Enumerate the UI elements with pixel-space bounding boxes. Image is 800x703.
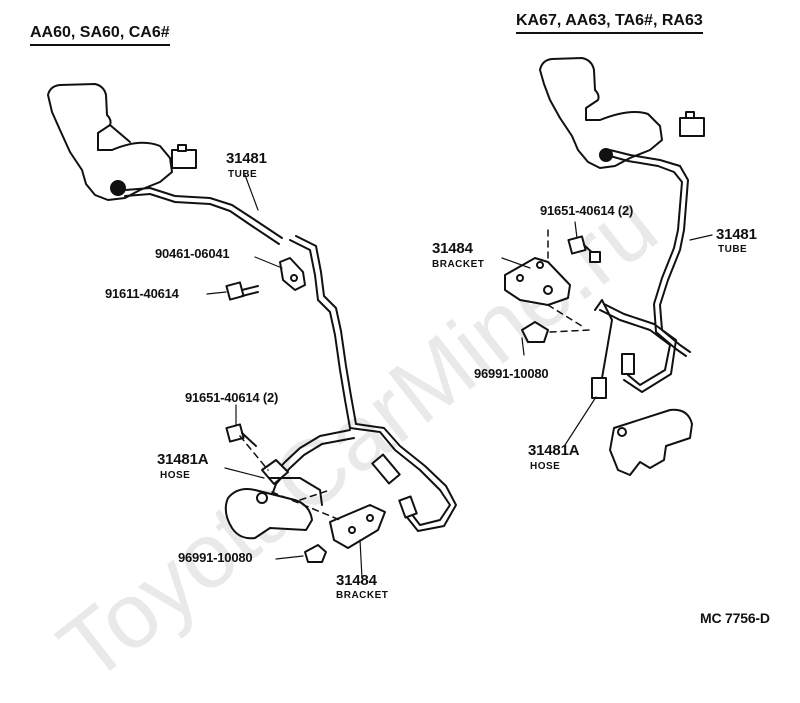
left-bracket-part: 31484 [336,572,377,589]
left-leaders [206,174,363,579]
right-tube [599,149,691,393]
right-bracket-name: BRACKET [432,259,485,270]
left-bolt [225,281,259,301]
right-header: KA67, AA63, TA6#, RA63 [516,12,703,34]
right-clip-part: 96991-10080 [474,366,549,381]
right-bracket [504,257,571,306]
right-tube-name: TUBE [718,244,748,255]
left-tube [124,187,457,532]
right-master-cylinder [539,57,705,169]
left-bolt2-part: 91651-40614 (2) [185,390,279,405]
left-bolt-2 [225,423,257,447]
right-leaders [501,221,713,446]
left-master-cylinder [47,83,197,201]
right-dashed-lines [547,229,591,333]
right-tube-part: 31481 [716,226,757,243]
left-bolt-part: 91611-40614 [105,286,179,301]
right-slave-cylinder [609,408,693,476]
left-clip [304,544,327,563]
right-bolt [567,235,601,263]
left-clip-part: 96991-10080 [178,550,253,565]
left-tube-name: TUBE [228,169,258,180]
left-clamp-part: 90461-06041 [155,246,230,261]
left-clamp [279,257,306,291]
left-hose-name: HOSE [160,470,191,481]
left-tube-part: 31481 [226,150,267,167]
right-hose-part: 31481A [528,442,580,459]
right-clip [521,321,549,343]
left-header: AA60, SA60, CA6# [30,24,170,46]
left-bracket-name: BRACKET [336,590,389,601]
left-hose-part: 31481A [157,451,209,468]
right-hose [591,299,613,399]
right-hose-name: HOSE [530,461,561,472]
right-bracket-part: 31484 [432,240,473,257]
left-bracket [329,504,386,549]
diagram-code: MC 7756-D [700,610,770,626]
left-hose [261,459,289,496]
right-bolt2-part: 91651-40614 (2) [540,203,634,218]
left-slave-cylinder [224,477,323,540]
left-dashed-lines [239,435,341,521]
